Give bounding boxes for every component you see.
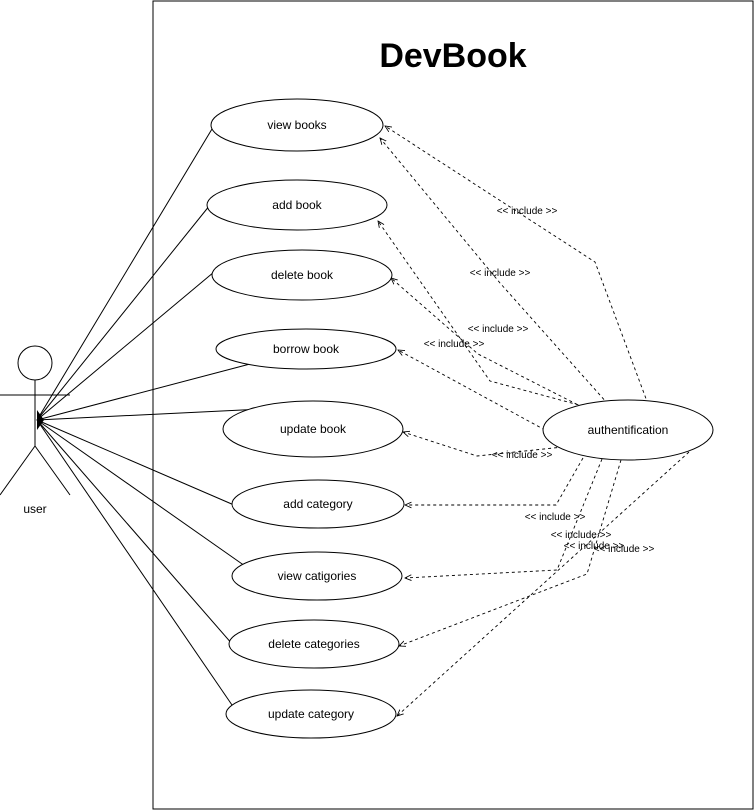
system-boundary [152,0,754,810]
use-case-label: update book [280,422,347,436]
use-case-label: add category [283,497,352,511]
include-label: << include >> [497,206,558,217]
use-case-label: view catigories [278,569,357,583]
use-case-label: add book [272,198,322,212]
use-case-update-book[interactable]: update book [222,400,404,458]
use-case-label: delete book [271,268,334,282]
use-case-label: authentification [588,423,669,437]
use-case-delete-book[interactable]: delete book [211,249,393,301]
use-case-authentification[interactable]: authentification [542,399,714,461]
include-dependencies [378,126,690,716]
include-label: << include >> [525,512,586,523]
include-label: << include >> [551,530,612,541]
actor-right-leg [34,445,71,496]
use-case-add-book[interactable]: add book [206,179,388,231]
include-label: << include >> [492,450,553,461]
use-case-view-catigories[interactable]: view catigories [231,551,403,601]
include-label: << include >> [594,544,655,555]
actor-hub [37,410,44,430]
actor-left-leg [0,445,36,496]
actor-label: user [23,502,46,516]
use-case-borrow-book[interactable]: borrow book [215,328,397,370]
use-case-label: update category [268,707,354,721]
system-title: DevBook [379,37,526,75]
use-case-label: view books [267,118,326,132]
actor-head [17,345,53,381]
include-label: << include >> [468,324,529,335]
use-case-label: delete categories [268,637,359,651]
use-case-add-category[interactable]: add category [231,479,405,529]
include-label: << include >> [470,268,531,279]
include-label: << include >> [424,339,485,350]
use-case-update-category[interactable]: update category [225,689,397,739]
use-case-label: borrow book [273,342,340,356]
use-case-delete-categories[interactable]: delete categories [228,619,400,669]
associations [36,123,263,706]
actor-user[interactable]: user [0,345,71,516]
include-labels: << include >> << include >> << include >… [424,206,655,555]
include-label: << include >> [564,541,625,552]
use-case-view-books[interactable]: view books [210,98,384,152]
